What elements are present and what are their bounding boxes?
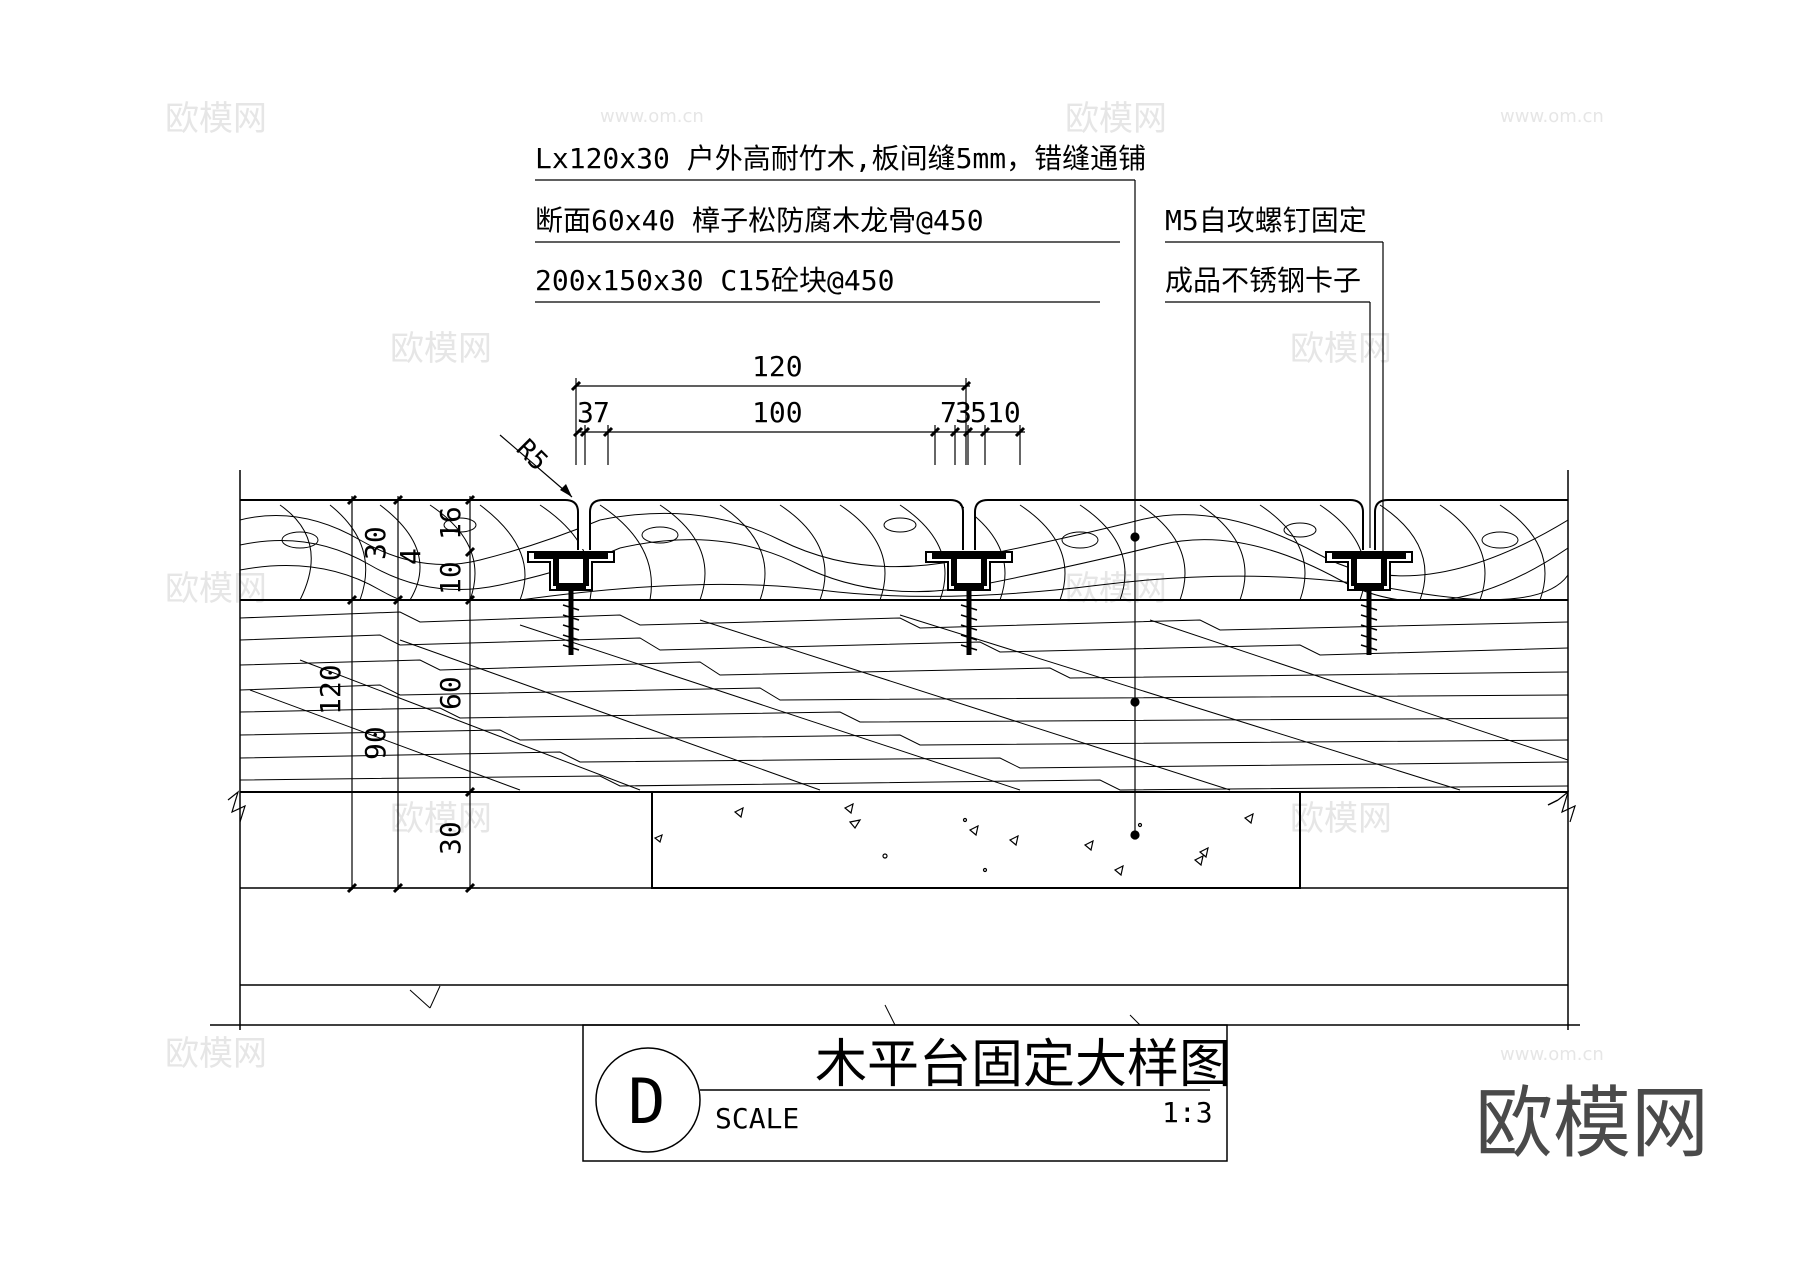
dim-30b: 30	[434, 821, 467, 855]
dim-3: 3	[577, 396, 594, 429]
dim-90: 90	[359, 726, 392, 760]
dim-5: 5	[970, 396, 987, 429]
title-label: D	[628, 1065, 665, 1138]
callout-clip: 成品不锈钢卡子	[1165, 264, 1361, 297]
title-text: 木平台固定大样图	[815, 1035, 1231, 1095]
title-block: D 木平台固定大样图 SCALE 1:3	[582, 1024, 1231, 1162]
concrete-block	[651, 791, 1301, 889]
dim-10: 10	[434, 561, 467, 595]
dim-60: 60	[434, 676, 467, 710]
watermark: 欧模网	[390, 329, 492, 369]
brand-logo: 欧模网	[1475, 1079, 1709, 1169]
dim-100: 100	[752, 396, 803, 429]
callouts: Lx120x30 户外高耐竹木,板间缝5mm，错缝通铺 断面60x40 樟子松防…	[535, 142, 1367, 297]
watermark-url: www.om.cn	[1500, 106, 1604, 127]
clip-and-screw-1	[527, 551, 615, 655]
clip-and-screw-2	[925, 551, 1013, 655]
watermark: 欧模网	[1065, 99, 1167, 139]
dim-7: 7	[593, 396, 610, 429]
watermark-layer: 欧模网 www.om.cn 欧模网 www.om.cn 欧模网 欧模网 欧模网 …	[165, 99, 1604, 1074]
callout-concrete: 200x150x30 C15砼块@450	[535, 264, 894, 297]
dim-120: 120	[752, 350, 803, 383]
watermark: 欧模网	[165, 99, 267, 139]
watermark: 欧模网	[165, 569, 267, 609]
dim-3b: 3	[955, 396, 972, 429]
watermark: 欧模网	[1290, 799, 1392, 839]
dim-16: 16	[434, 506, 467, 540]
timber-joist	[240, 611, 1568, 793]
left-dimensions: 30 4 16 10 120 90 60 30	[314, 494, 480, 894]
callout-screw: M5自攻螺钉固定	[1165, 204, 1367, 237]
top-dimensions: 120 3 7 100 7 3 5 10 R5	[499, 350, 1026, 498]
dim-radius: R5	[510, 434, 553, 477]
dim-7b: 7	[940, 396, 957, 429]
watermark: 欧模网	[165, 1034, 267, 1074]
dim-120: 120	[314, 664, 347, 715]
dim-30: 30	[359, 526, 392, 560]
scale-value: 1:3	[1162, 1096, 1213, 1129]
watermark: 欧模网	[390, 799, 492, 839]
watermark-url: www.om.cn	[1500, 1044, 1604, 1065]
leader-lines	[535, 179, 1384, 840]
callout-decking: Lx120x30 户外高耐竹木,板间缝5mm，错缝通铺	[535, 142, 1146, 175]
scale-label: SCALE	[715, 1102, 799, 1135]
dim-4: 4	[394, 548, 427, 565]
watermark: 欧模网	[1290, 329, 1392, 369]
dim-10: 10	[987, 396, 1021, 429]
callout-joist: 断面60x40 樟子松防腐木龙骨@450	[535, 204, 984, 237]
watermark: 欧模网	[1065, 569, 1167, 609]
watermark-url: www.om.cn	[600, 106, 704, 127]
deck-boards	[240, 499, 1568, 601]
clip-and-screw-3	[1325, 551, 1413, 655]
